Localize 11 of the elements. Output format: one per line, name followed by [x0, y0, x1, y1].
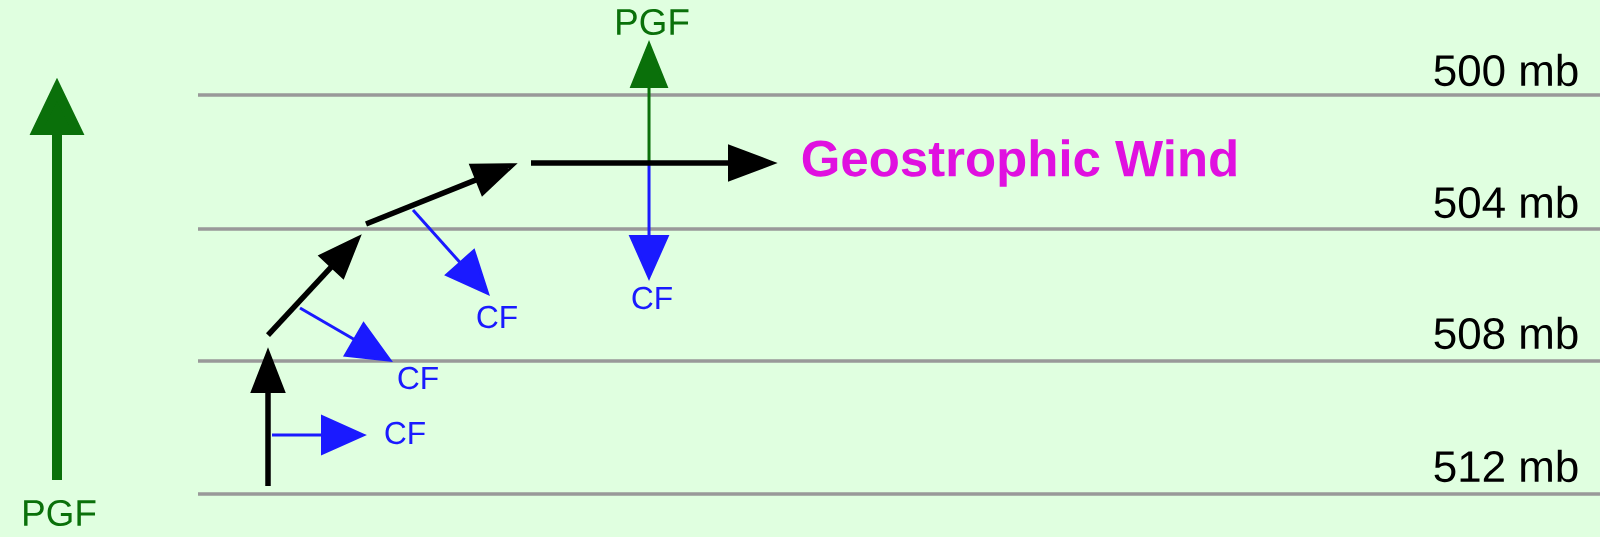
force-label: CF — [632, 286, 672, 310]
force-label: CF — [477, 305, 517, 329]
title-label: Geostrophic Wind — [802, 139, 1236, 187]
isobar-label: 512 mb — [1434, 449, 1578, 483]
force-label: PGF — [24, 499, 96, 527]
force-label: CF — [385, 421, 425, 445]
isobar-label: 500 mb — [1434, 53, 1578, 87]
isobar-label: 504 mb — [1434, 185, 1578, 219]
force-label: PGF — [617, 8, 689, 36]
force-label: CF — [398, 366, 438, 390]
isobar-label: 508 mb — [1434, 316, 1578, 350]
